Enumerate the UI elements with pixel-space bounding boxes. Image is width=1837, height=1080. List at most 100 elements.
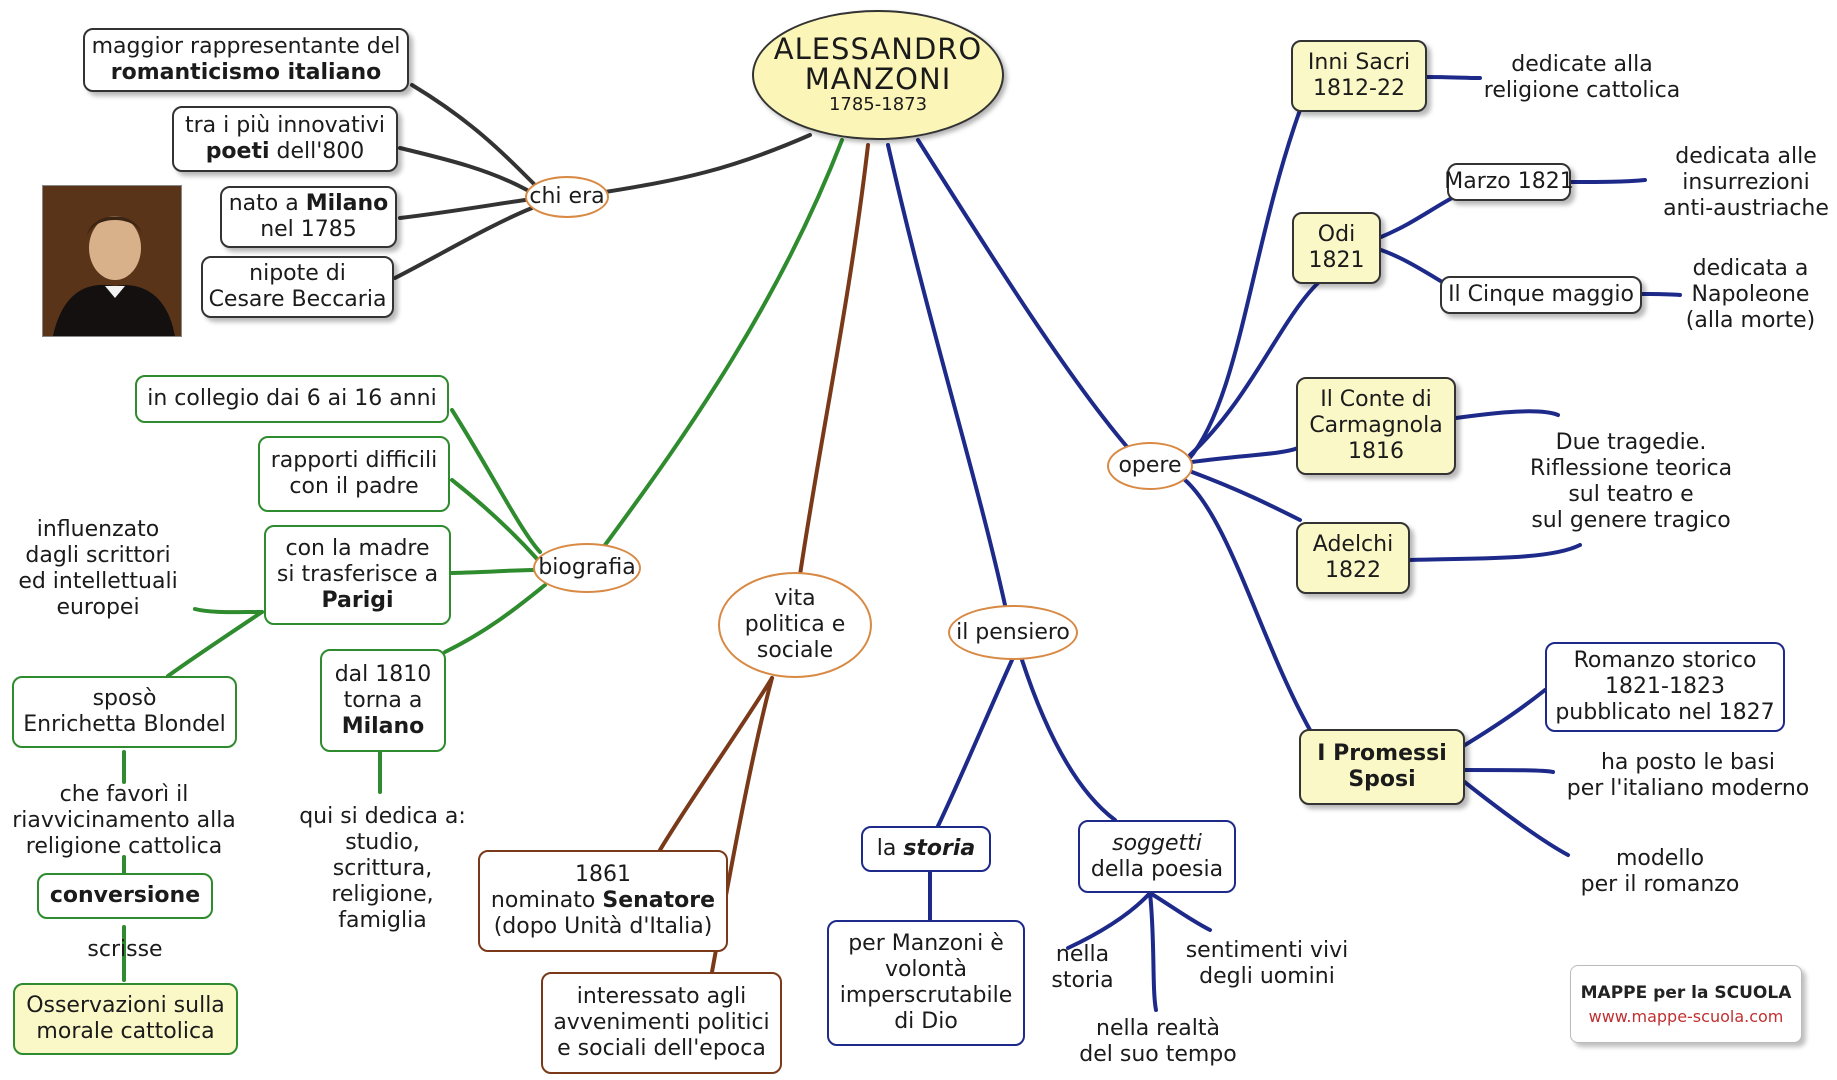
adelchi-line2: 1822 [1325, 558, 1381, 583]
nato-line2: nel 1785 [260, 217, 357, 242]
cinque-desc: dedicata a Napoleone (alla morte) [1683, 254, 1818, 336]
inni-box: Inni Sacri 1812-22 [1291, 40, 1427, 112]
sposo-box: sposò Enrichetta Blondel [12, 676, 237, 748]
opere-node: opere [1107, 442, 1193, 490]
nella-storia-line1: nella [1055, 942, 1110, 967]
favori-text: che favorì il riavvicinamento alla relig… [4, 780, 244, 862]
interessato-line3: e sociali dell'epoca [557, 1036, 766, 1061]
osservazioni-line2: morale cattolica [36, 1019, 215, 1044]
rappresentante-box: maggior rappresentante del romanticismo … [83, 28, 409, 92]
marzo-text: Marzo 1821 [1444, 169, 1574, 194]
romanzo-box: Romanzo storico 1821-1823 pubblicato nel… [1545, 642, 1785, 732]
modello-line2: per il romanzo [1580, 872, 1740, 897]
cinque-desc-line2: Napoleone [1691, 282, 1810, 307]
promessi-box: I Promessi Sposi [1299, 729, 1465, 805]
dedica-line5: famiglia [338, 908, 427, 933]
dedica-line2: studio, [345, 830, 420, 855]
modello-line1: modello [1615, 846, 1705, 871]
favori-line3: religione cattolica [25, 834, 223, 859]
chi-era-node: chi era [525, 176, 609, 218]
vita-label-line3: sociale [756, 638, 834, 663]
favori-line1: che favorì il [59, 782, 189, 807]
collegio-text: in collegio dai 6 ai 16 anni [147, 386, 437, 411]
manzoni-portrait [42, 185, 182, 337]
realta-text: nella realtà del suo tempo [1068, 1014, 1248, 1070]
opere-label: opere [1118, 453, 1182, 478]
nipote-box: nipote di Cesare Beccaria [201, 256, 394, 318]
soggetti-box: soggetti della poesia [1078, 820, 1236, 893]
realta-line2: del suo tempo [1079, 1042, 1237, 1067]
senatore-box: 1861 nominato Senatore (dopo Unità d'Ita… [478, 850, 728, 952]
inni-desc: dedicate alla religione cattolica [1472, 50, 1692, 106]
innovativi-box: tra i più innovativi poeti dell'800 [172, 106, 398, 172]
conversione-box: conversione [37, 873, 213, 919]
basi-line2: per l'italiano moderno [1566, 776, 1810, 801]
logo-title: MAPPE per la SCUOLA [1580, 982, 1792, 1003]
chi-era-label: chi era [529, 184, 605, 209]
volonta-line1: per Manzoni è [848, 931, 1004, 956]
volonta-line2: volontà [884, 957, 968, 982]
sentimenti-text: sentimenti vivi degli uomini [1172, 936, 1362, 992]
volonta-line4: di Dio [894, 1009, 958, 1034]
adelchi-line1: Adelchi [1312, 532, 1394, 557]
collegio-box: in collegio dai 6 ai 16 anni [135, 375, 449, 423]
nato-text: nato a [228, 191, 306, 216]
marzo-desc: dedicata alle insurrezioni anti-austriac… [1662, 142, 1830, 224]
sentimenti-line1: sentimenti vivi [1185, 938, 1349, 963]
inni-line2: 1812-22 [1313, 76, 1405, 101]
center-title-line2: MANZONI [804, 62, 952, 96]
milano-line1: dal 1810 [334, 661, 432, 687]
basi-line1: ha posto le basi [1600, 750, 1776, 775]
innovativi-bold: poeti [205, 139, 270, 164]
opere-links [916, 75, 1682, 857]
sposo-line2: Enrichetta Blondel [23, 712, 226, 737]
influenzato-line4: europei [56, 595, 140, 620]
innovativi-rest: dell'800 [269, 139, 365, 164]
volonta-box: per Manzoni è volontà imperscrutabile di… [827, 920, 1025, 1046]
logo-url: www.mappe-scuola.com [1588, 1006, 1784, 1026]
cinque-box: Il Cinque maggio [1440, 276, 1642, 314]
odi-line2: 1821 [1308, 248, 1365, 273]
marzo-desc-line1: dedicata alle [1675, 144, 1817, 169]
influenzato-line2: dagli scrittori [25, 543, 171, 568]
mappe-scuola-logo: MAPPE per la SCUOLA www.mappe-scuola.com [1570, 965, 1802, 1043]
interessato-line1: interessato agli [576, 984, 747, 1009]
nipote-line1: nipote di [249, 261, 346, 286]
storia-box: la storia [861, 826, 991, 872]
dedica-line1: qui si dedica a: [299, 804, 466, 829]
volonta-line3: imperscrutabile [839, 983, 1013, 1008]
vita-links [658, 143, 870, 974]
parigi-line1: con la madre [285, 536, 430, 561]
biografia-node: biografia [533, 543, 641, 593]
senatore-title: Senatore [602, 888, 716, 913]
romanzo-line2: 1821-1823 [1605, 674, 1725, 699]
biografia-label: biografia [538, 555, 636, 580]
tragedie-line2: Riflessione teorica [1529, 456, 1733, 481]
tragedie-desc: Due tragedie. Riflessione teorica sul te… [1522, 428, 1740, 536]
senatore-line2: nominato Senatore [491, 888, 715, 914]
innovativi-line2: poeti dell'800 [206, 139, 365, 165]
nella-storia-line2: storia [1051, 968, 1114, 993]
inni-desc-line2: religione cattolica [1483, 78, 1681, 103]
promessi-line2: Sposi [1348, 767, 1416, 792]
sentimenti-line2: degli uomini [1199, 964, 1335, 989]
senatore-line1: 1861 [575, 862, 631, 887]
milano-line2: torna a [343, 687, 423, 713]
marzo-desc-line2: insurrezioni [1682, 170, 1810, 195]
milano-line3: Milano [341, 713, 425, 739]
interessato-line2: avvenimenti politici [553, 1010, 770, 1035]
pensiero-node: il pensiero [948, 605, 1078, 660]
rappresentante-line1: maggior rappresentante del [91, 34, 401, 59]
nipote-line2: Cesare Beccaria [208, 287, 387, 312]
storia-word: storia [903, 836, 976, 861]
scrisse-label: scrisse [87, 937, 163, 962]
innovativi-line1: tra i più innovativi [184, 113, 386, 138]
parigi-line3: Parigi [321, 588, 394, 613]
scrisse-text: scrisse [70, 935, 180, 965]
center-topic-manzoni: ALESSANDRO MANZONI 1785-1873 [752, 10, 1004, 140]
storia-text: la storia [877, 836, 976, 862]
nato-line1: nato a Milano [229, 191, 389, 217]
nato-city: Milano [305, 191, 389, 216]
cinque-text: Il Cinque maggio [1448, 282, 1634, 307]
